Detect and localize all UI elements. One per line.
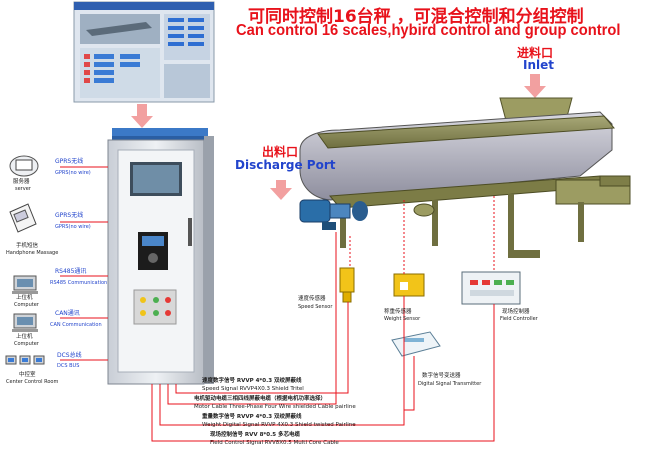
speed-sensor-label-en: Speed Sensor xyxy=(298,304,333,310)
control-room-icon xyxy=(5,355,45,365)
signal-label-en: Weight Digital Signal RVVP 4X0.3 Shield … xyxy=(202,422,356,428)
hmi-arrow xyxy=(131,104,153,128)
signal-label-cn: 重量数字信号 RVVP 4*0.3 双绞屏蔽线 xyxy=(202,414,302,420)
title-english: Can control 16 scales,hybird control and… xyxy=(236,22,621,39)
device-label-en: server xyxy=(15,186,31,192)
device-label-cn: 中控室 xyxy=(19,372,36,378)
left-comm-lines xyxy=(60,166,108,361)
link-label-cn: CAN通讯 xyxy=(55,310,80,317)
title-chinese: 可同时控制16台秤 ，可混合控制和分组控制 xyxy=(248,7,584,27)
device-label-cn: 上位机 xyxy=(16,295,33,301)
device-label-cn: 上位机 xyxy=(16,334,33,340)
link-label-cn: GPRS无线 xyxy=(55,212,84,219)
device-label-cn: 服务器 xyxy=(13,179,30,185)
link-label-cn: GPRS无线 xyxy=(55,158,84,165)
link-label-en: GPRS(no wire) xyxy=(55,170,91,176)
weight-sensor-label-en: Weight Sensor xyxy=(384,316,421,322)
signal-label-cn: 现场控制信号 RVV 8*0.5 多芯电缆 xyxy=(210,432,300,438)
signal-label-en: Field Control Signal RVV8X0.5 Multi Core… xyxy=(210,440,339,446)
signal-label-cn: 速度数字信号 RVVP 4*0.3 双绞屏蔽线 xyxy=(202,378,302,384)
signal-cables xyxy=(151,196,495,442)
weight-sensor-label-cn: 称重传感器 xyxy=(384,309,412,315)
transmitter-label-en: Digital Signal Transmitter xyxy=(418,381,482,387)
link-label-en: CAN Communication xyxy=(50,322,102,328)
device-label-en: Computer xyxy=(14,341,39,347)
inlet-arrow xyxy=(524,74,546,98)
computer-icon-2 xyxy=(12,313,38,332)
link-label-en: RS485 Communication xyxy=(50,280,108,286)
inlet-label-en: Inlet xyxy=(523,58,554,72)
field-controller-label-cn: 现场控制器 xyxy=(502,309,530,315)
device-label-en: Handphone Massage xyxy=(6,250,59,256)
discharge-label-cn: 出料口 xyxy=(262,145,299,159)
device-label-cn: 手机短信 xyxy=(16,243,39,249)
transmitter-label-cn: 数字信号变送器 xyxy=(422,373,461,379)
field-controller-icon xyxy=(461,271,521,305)
link-label-en: GPRS(no wire) xyxy=(55,224,91,230)
field-controller-label-en: Field Controller xyxy=(500,316,538,322)
signal-label-cn: 电机驱动电缆三相四线屏蔽电缆（根据电机功率选择） xyxy=(194,396,327,402)
inlet-label-cn: 进料口 xyxy=(517,46,554,60)
link-label-cn: DCS总线 xyxy=(57,352,82,359)
signal-label-en: Speed Signal RVVP4X0.3 Shield Tritel xyxy=(202,386,304,392)
link-label-cn: RS485通讯 xyxy=(55,268,87,275)
device-label-en: Computer xyxy=(14,302,39,308)
server-icon xyxy=(9,155,39,177)
hmi-screen-panel xyxy=(73,1,215,103)
control-cabinet xyxy=(107,128,214,385)
computer-icon xyxy=(12,275,38,294)
speed-sensor-label-cn: 速度传感器 xyxy=(298,296,326,302)
discharge-label-en: Discharge Port xyxy=(235,158,336,172)
handphone-icon xyxy=(9,203,37,233)
belt-conveyor xyxy=(299,97,631,258)
discharge-arrow xyxy=(270,180,292,200)
device-label-en: Center Control Room xyxy=(6,379,59,385)
weight-sensor-icon xyxy=(393,273,425,297)
signal-label-en: Motor Cable Three-Phase Four Wire shield… xyxy=(194,404,356,410)
link-label-en: DCS BUS xyxy=(57,363,80,369)
transmitter-icon xyxy=(391,331,441,357)
speed-sensor-icon xyxy=(339,267,355,303)
